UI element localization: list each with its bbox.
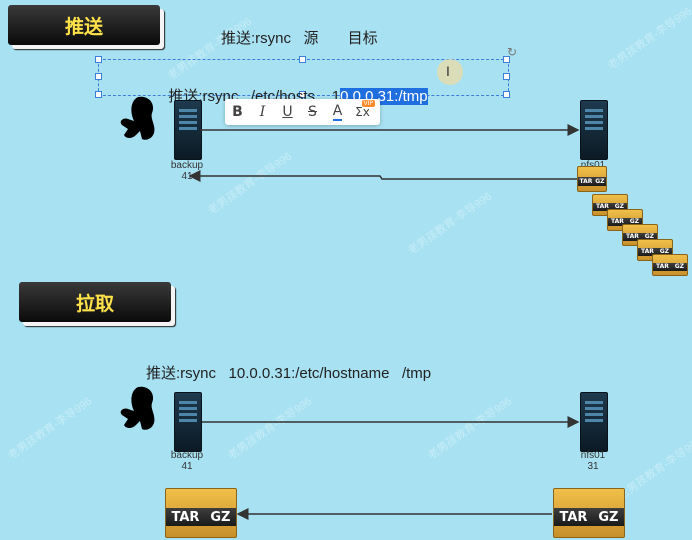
strikethrough-button[interactable]: S <box>308 104 317 120</box>
pull-section-banner[interactable]: 拉取 <box>19 282 171 322</box>
push-header-text[interactable]: 推送:rsync 源 目标 <box>221 30 378 47</box>
backup-server-icon <box>174 392 202 452</box>
resize-handle[interactable] <box>503 91 510 98</box>
formula-button[interactable]: Σx VIP <box>355 100 375 119</box>
person-silhouette-icon <box>120 96 155 140</box>
push-section-banner[interactable]: 推送 <box>8 5 160 45</box>
format-toolbar: B I U S A Σx VIP <box>225 99 380 125</box>
pull-section-title: 拉取 <box>75 292 114 315</box>
resize-handle[interactable] <box>95 56 102 63</box>
resize-handle[interactable] <box>503 73 510 80</box>
person-silhouette-icon <box>120 386 155 430</box>
nfs-server-icon <box>580 100 608 160</box>
resize-handle[interactable] <box>299 56 306 63</box>
ibeam-cursor-icon: I <box>446 63 450 79</box>
resize-handle[interactable] <box>95 91 102 98</box>
nfs-server-icon <box>580 392 608 452</box>
resize-handle[interactable] <box>95 73 102 80</box>
bold-button[interactable]: B <box>232 104 243 120</box>
underline-button[interactable]: U <box>282 104 293 120</box>
text-cursor-icon <box>437 59 463 85</box>
resize-handle[interactable] <box>503 56 510 63</box>
italic-button[interactable]: I <box>259 104 266 120</box>
pull-command-text[interactable]: 推送:rsync 10.0.0.31:/etc/hostname /tmp <box>146 365 432 382</box>
rotate-handle-icon[interactable]: ↻ <box>507 45 518 59</box>
font-color-button[interactable]: A <box>332 103 343 121</box>
backup-server-icon <box>174 100 202 160</box>
nfs-server-label: nfs01 <box>570 160 616 171</box>
push-section-title: 推送 <box>64 15 103 38</box>
vip-badge: VIP <box>361 100 375 107</box>
resize-handle[interactable] <box>299 91 306 98</box>
